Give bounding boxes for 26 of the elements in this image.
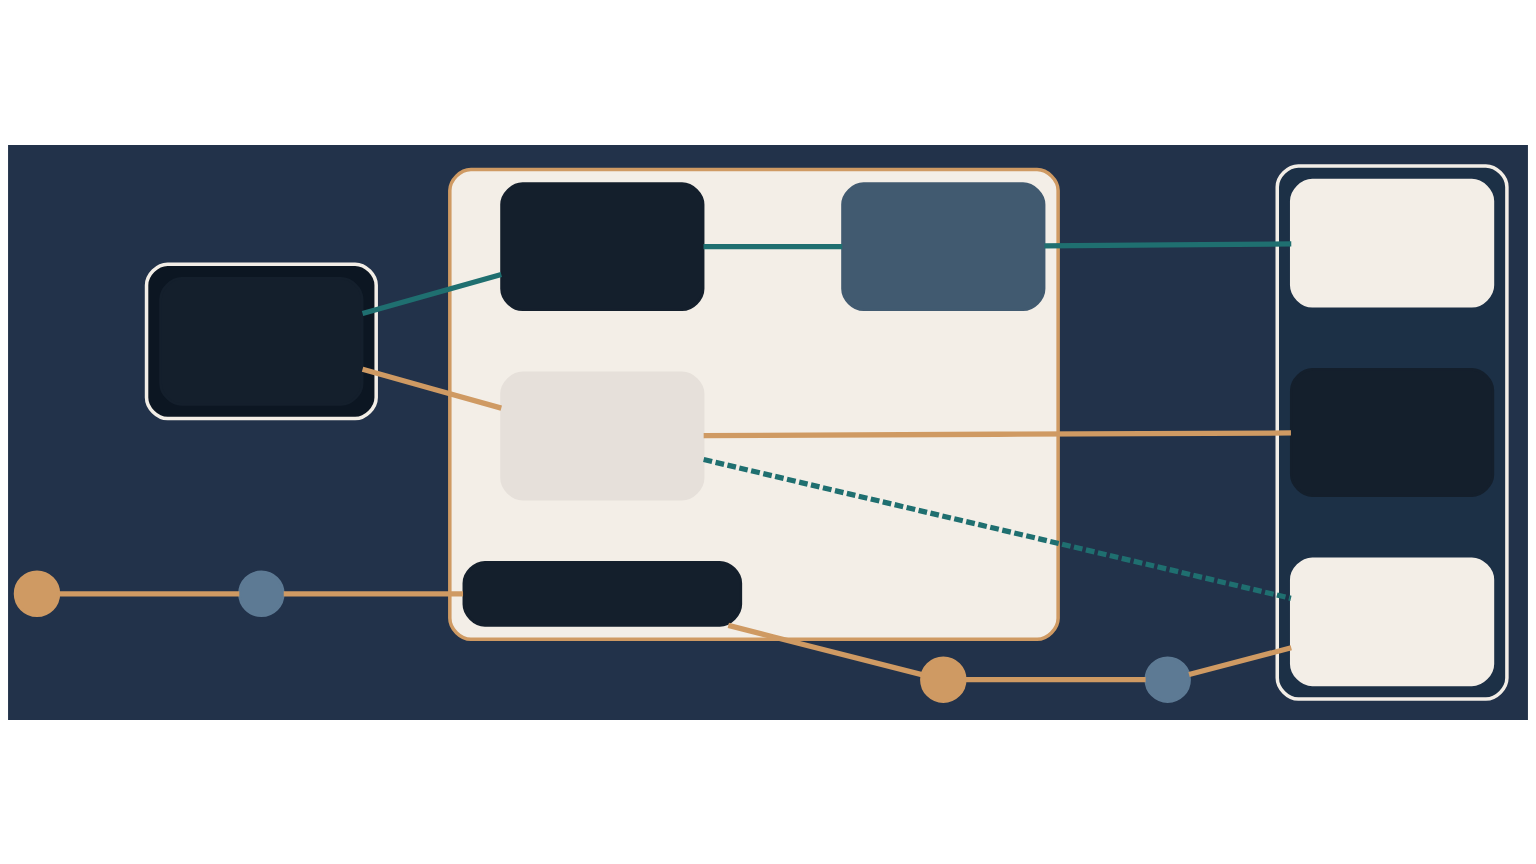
connector <box>703 243 843 249</box>
cluster <box>448 167 1060 641</box>
node-box <box>841 181 1046 311</box>
node-circle <box>920 655 967 703</box>
node-box <box>1289 556 1495 686</box>
connector <box>727 622 923 677</box>
connector <box>1188 644 1292 677</box>
node-box <box>500 181 705 311</box>
connector <box>59 590 240 596</box>
connector <box>965 676 1146 682</box>
node-circle <box>238 570 285 617</box>
connector <box>703 456 1292 601</box>
node-box <box>159 276 364 406</box>
node-circle <box>1144 655 1191 703</box>
cluster <box>1275 163 1509 701</box>
cluster <box>144 261 378 420</box>
node-box <box>1289 178 1495 308</box>
node-box <box>1289 367 1495 497</box>
connector <box>283 590 464 596</box>
connector <box>361 271 502 316</box>
node-bar <box>462 560 743 627</box>
node-circle <box>13 570 61 617</box>
connector <box>361 366 502 411</box>
node-box <box>500 371 705 500</box>
connector <box>1044 240 1292 248</box>
connector <box>703 429 1291 438</box>
